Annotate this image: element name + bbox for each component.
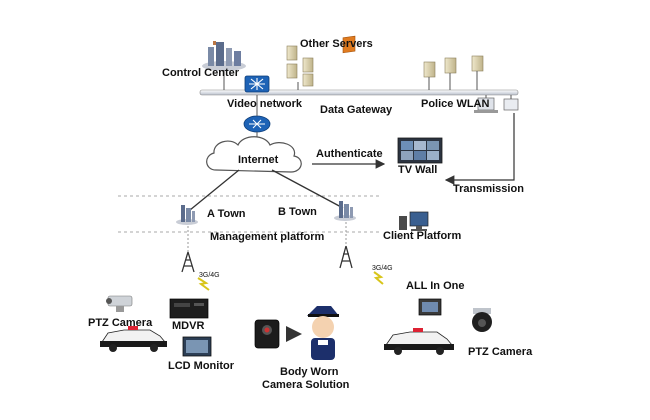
internet-cloud-icon: [206, 136, 302, 173]
ptz-dome-camera-icon: [472, 308, 492, 332]
router-icon: [243, 115, 271, 133]
client-platform-icon: [399, 211, 429, 231]
label-lcd-monitor: LCD Monitor: [168, 360, 235, 372]
server-icon: [286, 45, 314, 87]
lcd-monitor-icon: [182, 336, 212, 357]
label-client-platform: Client Platform: [383, 230, 461, 242]
a-town-building-icon: [176, 205, 198, 225]
label-management-platform: Management platform: [210, 231, 325, 243]
label-body-worn-line2: Camera Solution: [262, 379, 350, 391]
wireless-link-icon: [373, 271, 384, 285]
label-ptz-camera-left: PTZ Camera: [88, 317, 153, 329]
transmission-arrow: [444, 113, 515, 185]
backbone-bus: [199, 89, 519, 96]
label-authenticate: Authenticate: [316, 148, 383, 160]
tv-wall-icon: [397, 137, 443, 164]
label-video-network: Video network: [227, 98, 303, 110]
label-all-in-one: ALL In One: [406, 280, 464, 292]
all-in-one-camera-icon: [418, 298, 442, 316]
radio-tower-icon: [339, 245, 353, 269]
label-data-gateway: Data Gateway: [320, 104, 393, 116]
label-body-worn-line1: Body Worn: [280, 366, 339, 378]
police-wlan-server-icon: [423, 55, 484, 90]
body-camera-icon: [254, 319, 280, 349]
network-switch-icon: [244, 75, 270, 93]
b-town-building-icon: [334, 201, 356, 221]
data-gateway-icon: [342, 35, 356, 54]
workstation-icon: [474, 95, 519, 113]
control-center-icon: [202, 41, 246, 71]
label-control-center: Control Center: [162, 67, 240, 79]
label-other-servers: Other Servers: [300, 38, 373, 50]
police-car-icon: [100, 326, 167, 352]
label-link-right: 3G/4G: [372, 265, 393, 272]
label-link-left: 3G/4G: [199, 272, 220, 279]
radio-tower-icon: [181, 251, 195, 273]
label-mdvr: MDVR: [172, 320, 204, 332]
wireless-link-icon: [197, 277, 210, 291]
ptz-camera-icon: [106, 295, 133, 312]
label-internet: Internet: [238, 154, 279, 166]
label-b-town: B Town: [278, 206, 317, 218]
police-car-icon: [384, 328, 454, 355]
label-a-town: A Town: [207, 208, 246, 220]
label-ptz-camera-right: PTZ Camera: [468, 346, 533, 358]
label-police-wlan: Police WLAN: [421, 98, 490, 110]
label-transmission: Transmission: [453, 183, 524, 195]
label-tv-wall: TV Wall: [398, 164, 437, 176]
police-officer-icon: [307, 306, 339, 360]
mdvr-icon: [169, 298, 209, 319]
